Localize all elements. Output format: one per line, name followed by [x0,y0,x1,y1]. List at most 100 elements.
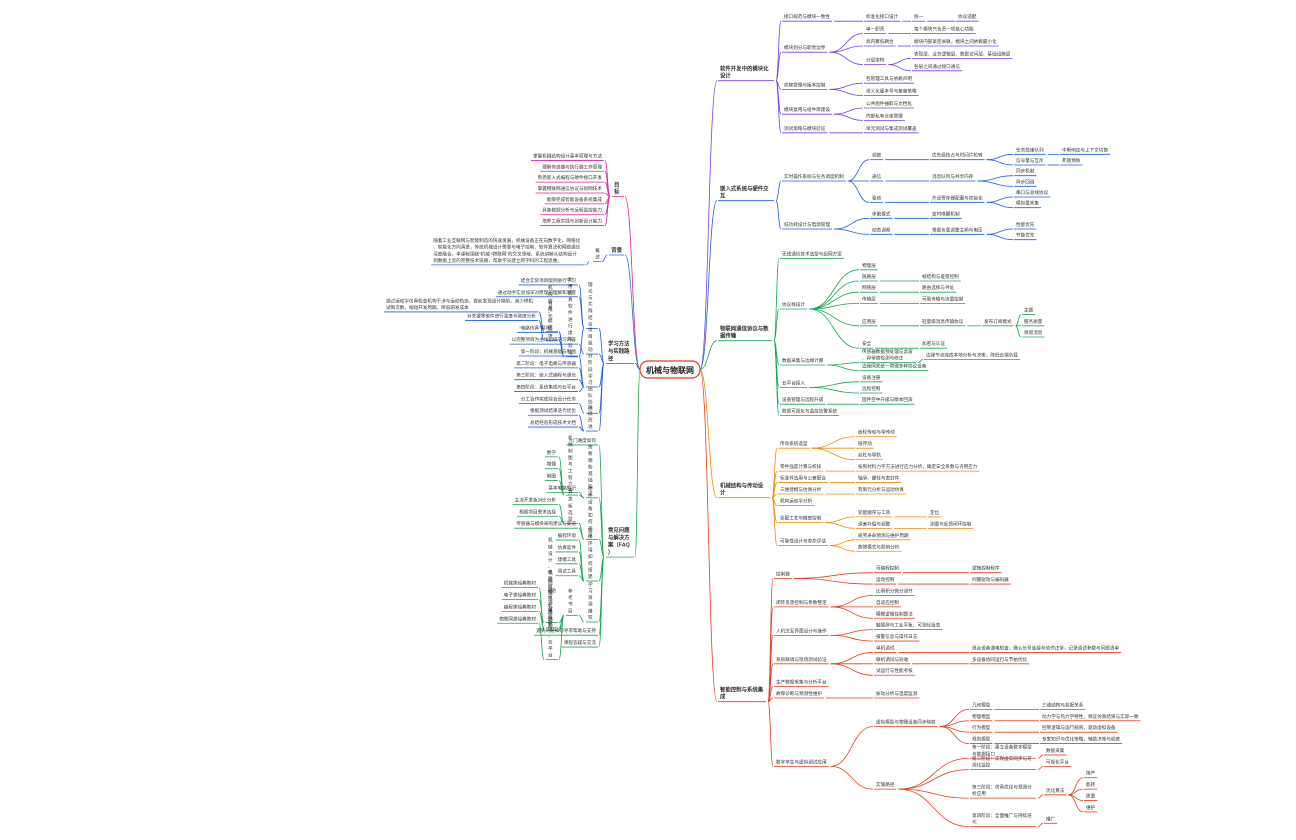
topic-node[interactable]: 物理层 [860,262,878,271]
topic-node[interactable]: 推广 [1044,815,1058,824]
topic-node[interactable]: 数据采集与边缘计算 [780,357,826,366]
topic-node[interactable]: 实时操作系统与任务调度机制 [782,173,846,182]
topic-node[interactable]: 机械类经典教材 [501,580,538,589]
topic-node[interactable]: 模拟量采集 [1014,200,1041,209]
topic-node[interactable]: 遇到问题如何寻求帮助与支持 [534,627,598,636]
topic-node[interactable]: 振动分析与温度监测 [874,690,920,699]
topic-node[interactable]: 疲劳寿命预测与维护周期 [856,532,911,541]
topic-node[interactable]: 物理 [544,461,558,470]
topic-node[interactable]: 模块复用与组件库建设 [782,106,832,115]
topic-node[interactable]: 几何模型 [970,701,993,710]
topic-node[interactable]: 主题 [1022,307,1036,316]
topic-node[interactable]: 通过动手实验加深对原理的理解和掌握 [495,289,578,298]
topic-node[interactable]: C语言、单片机 [546,587,558,629]
topic-node[interactable]: 安全 [860,340,874,349]
topic-node[interactable]: 调度 [870,152,884,161]
topic-node[interactable]: 表现层、业务逻辑层、数据访问层、基础设施层 [912,50,1013,59]
root-node[interactable]: 机械与物联网 [639,360,701,379]
topic-node[interactable]: 齿轮传动与带传动 [856,429,897,438]
topic-node[interactable]: 运动控制 [874,576,897,585]
topic-node[interactable]: 误差补偿与调整 [856,520,893,529]
topic-node[interactable]: 低功耗设计与电源管理 [782,221,832,230]
topic-node[interactable]: 编程类经典教材 [501,603,538,612]
topic-node[interactable]: 电路、模电、数电 [546,568,558,623]
topic-node[interactable]: 理解传感器与执行器工作原理 [540,163,604,172]
topic-node[interactable]: 人机交互界面设计与操作 [774,627,829,636]
topic-node[interactable]: 电子类经典教材 [501,592,538,600]
topic-node[interactable]: 基本电路知识 [546,485,578,493]
topic-node[interactable]: 多设备协同运行与节拍优化 [970,656,1030,665]
topic-node[interactable]: 分层架构 [864,57,887,65]
topic-node[interactable]: 根据负载调整主频与电压 [930,226,985,235]
topic-node[interactable]: 触摸屏与工业平板，可视化组态 [874,622,943,631]
topic-node[interactable]: 规则模型 [970,736,993,744]
topic-node[interactable]: 按照材料力学方法进行应力分析，确定安全系数与许用应力 [856,463,980,472]
topic-node[interactable]: 传感器与模块采购建议与渠道 [514,520,578,529]
topic-node[interactable]: 异步回调 [1014,178,1037,187]
topic-node[interactable]: 故障模式与影响分析 [856,543,902,552]
topic-node[interactable]: 单元测试与集成测试覆盖 [864,125,919,134]
topic-node[interactable]: 可靠性设计与寿命评估 [778,538,828,546]
topic-node[interactable]: 第三阶段：嵌入式编程与通信 [514,372,578,381]
topic-node[interactable]: 测试策略与模块验证 [782,125,828,134]
topic-node[interactable]: “电路仿真”模块 [517,324,558,333]
topic-node[interactable]: 培养工程实践与创新设计能力 [540,218,604,226]
topic-node[interactable]: 优先级抢占与时间片轮转 [930,152,985,161]
topic-node[interactable]: 虚拟模型与物理设备同步映射 [874,718,938,727]
topic-node[interactable]: 同步机制 [1014,168,1037,177]
topic-node[interactable]: 数字孪生与虚拟调试应用 [774,758,829,767]
topic-node[interactable]: 传感器数据预处理与滤波、异常值检测与修正 [860,348,916,364]
topic-node[interactable]: 性能优先 [1014,221,1037,230]
topic-node[interactable]: 休眠模式 [870,210,893,219]
topic-node[interactable]: 保留消息 [1022,329,1045,338]
topic-node[interactable]: 加密与认证 [920,340,947,349]
topic-node[interactable]: 定位 [928,509,942,518]
topic-node[interactable]: 驱动 [870,194,884,203]
topic-node[interactable]: 单一职责 [864,26,887,34]
topic-node[interactable]: 传动系统选型 [778,440,810,449]
topic-node[interactable]: 装配工艺与精度控制 [778,515,824,524]
topic-node[interactable]: 固件空中升级与版本回滚 [860,396,915,405]
topic-node[interactable]: 第二阶段：电子电路与传感器 [514,360,578,369]
topic-node[interactable]: 三维建模与仿真分析 [778,486,824,495]
topic-node[interactable]: 路由选择与寻址 [920,284,957,293]
topic-node[interactable]: 控制器 [774,570,792,579]
topic-node[interactable]: 包管理工具与依赖声明 [864,75,914,84]
topic-node[interactable]: 无线通信技术选型与组网方案 [780,251,844,260]
topic-node[interactable]: 中断响应与上下文切换 [1060,146,1110,155]
topic-node[interactable]: 比例积分微分调节 [874,587,915,596]
topic-node[interactable]: 标准化接口设计 [864,13,901,22]
topic-node[interactable]: 数据可视化与监控告警系统 [780,407,840,416]
topic-node[interactable]: 故障诊断与预测性维护 [774,690,824,699]
topic-node[interactable]: 统一 [912,13,926,22]
topic-node[interactable]: 对关键零部件进行强度与刚度分析 [465,312,538,321]
topic-node[interactable]: 总结经验形成技术文档 [528,419,578,428]
topic-node[interactable]: 逐台设备通电检查，确认信号连接与动作正常，记录调试参数与问题清单 [970,644,1122,653]
topic-node[interactable]: 链路层 [860,273,878,282]
topic-node[interactable]: 串口与总线协议 [1014,189,1051,198]
topic-node[interactable]: 定时唤醒机制 [930,210,962,219]
topic-node[interactable]: 联机调试与验收 [874,656,911,665]
topic-node[interactable]: 试运行与性能考核 [874,667,915,676]
topic-node[interactable]: 节能优先 [1014,232,1037,241]
topic-node[interactable]: 能够完成智能设备系统集成 [544,196,604,205]
topic-node[interactable]: 掌握机械结构设计基本原理与方法 [531,152,604,161]
topic-node[interactable]: 动力学与热力学特性，保证仿真结果与实际一致 [1040,713,1141,722]
topic-node[interactable]: 帧结构与差错控制 [920,273,961,282]
topic-node[interactable]: 维护 [1084,804,1098,813]
topic-node[interactable]: 伺服驱动与编码器 [970,576,1011,585]
topic-node[interactable]: 控制逻辑与运行规则，驱动虚拟设备 [1040,724,1118,733]
topic-node[interactable]: 单机调试 [874,644,897,653]
topic-node[interactable]: 高内聚低耦合 [864,38,896,47]
